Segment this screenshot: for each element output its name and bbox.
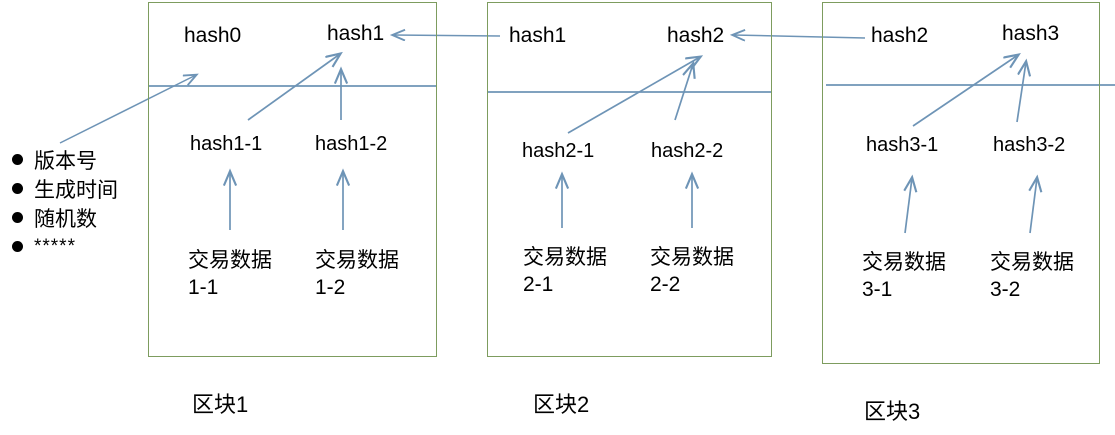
block-1-tx-right-label: 交易数据1-2 (315, 249, 399, 299)
list-item: 版本号 (12, 145, 147, 174)
block-2-merkle-hash-left-label: hash2-1 (522, 140, 595, 162)
block-3-merkle-hash-right-label: hash3-2 (993, 134, 1066, 156)
block-1-container[interactable] (148, 2, 437, 357)
block-1-name-label: 区块1 (192, 392, 249, 417)
block-2-container[interactable] (487, 2, 772, 357)
block-3-hash-label: hash3 (1002, 22, 1060, 45)
list-item: ***** (12, 232, 147, 261)
block-2-prev-hash-label: hash1 (509, 24, 567, 47)
block-3-name-label: 区块3 (864, 399, 921, 424)
filled-circle-bullet-icon (12, 183, 23, 194)
block-3-tx-right-label: 交易数据3-2 (990, 251, 1074, 301)
list-item-label: 版本号 (34, 149, 97, 173)
list-item-label: 生成时间 (34, 178, 118, 202)
list-item: 随机数 (12, 203, 147, 232)
filled-circle-bullet-icon (12, 212, 23, 223)
list-item: 生成时间 (12, 174, 147, 203)
block-1-merkle-hash-right-label: hash1-2 (315, 133, 388, 155)
block-1-prev-hash-label: hash0 (184, 24, 242, 47)
block-1-tx-left-label: 交易数据1-1 (188, 249, 272, 299)
block-2-hash-label: hash2 (667, 24, 725, 47)
block-1-hash-label: hash1 (327, 22, 385, 45)
block-header-fields-list: 版本号 生成时间 随机数 ***** (12, 145, 147, 261)
block-3-merkle-hash-left-label: hash3-1 (866, 134, 939, 156)
list-item-label: ***** (34, 235, 76, 257)
block-1-merkle-hash-left-label: hash1-1 (190, 133, 263, 155)
filled-circle-bullet-icon (12, 154, 23, 165)
block-3-tx-left-label: 交易数据3-1 (862, 251, 946, 301)
block-3-container[interactable] (822, 2, 1100, 364)
block-3-prev-hash-label: hash2 (871, 24, 929, 47)
block-2-name-label: 区块2 (533, 392, 590, 417)
block-2-merkle-hash-right-label: hash2-2 (651, 140, 724, 162)
block-2-tx-right-label: 交易数据2-2 (650, 246, 734, 296)
block-2-tx-left-label: 交易数据2-1 (523, 246, 607, 296)
filled-circle-bullet-icon (12, 241, 23, 252)
list-item-label: 随机数 (34, 207, 97, 231)
